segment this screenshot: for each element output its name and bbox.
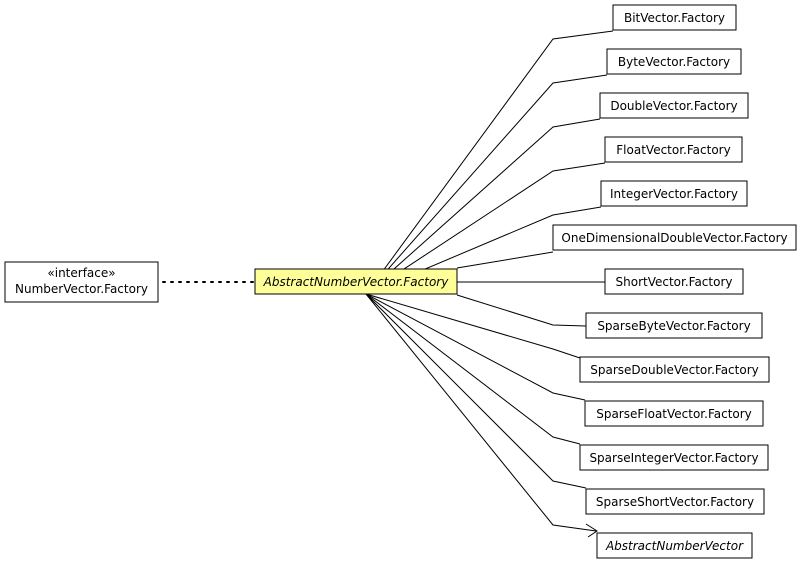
- class-node-sparseshortvector-factory[interactable]: SparseShortVector.Factory: [585, 488, 765, 515]
- class-name: SparseDoubleVector.Factory: [590, 363, 758, 377]
- class-node-sparsebytevector-factory[interactable]: SparseByteVector.Factory: [585, 312, 763, 339]
- interface-node-numbervector-factory[interactable]: «interface» NumberVector.Factory: [4, 261, 159, 303]
- edge-abstractnumbervector: [365, 293, 597, 532]
- interface-stereotype: «interface»: [47, 266, 115, 280]
- focus-node-box: [254, 268, 458, 295]
- class-name: IntegerVector.Factory: [610, 187, 738, 201]
- target-name: AbstractNumberVector: [605, 539, 744, 553]
- class-node-box: [600, 180, 748, 207]
- class-node-integervector-factory[interactable]: IntegerVector.Factory: [600, 180, 748, 207]
- class-node-bitvector-factory[interactable]: BitVector.Factory: [612, 4, 737, 31]
- class-name: BitVector.Factory: [624, 11, 725, 25]
- class-node-sparsedoublevector-factory[interactable]: SparseDoubleVector.Factory: [579, 356, 770, 383]
- edge-onedimensionaldoublevector-factory: [456, 251, 554, 269]
- arrow-head-icon: [585, 523, 598, 538]
- edges: [162, 30, 614, 538]
- class-node-shortvector-factory[interactable]: ShortVector.Factory: [604, 268, 744, 295]
- class-node-box: [599, 92, 749, 119]
- class-node-box: [606, 48, 742, 75]
- class-name: SparseByteVector.Factory: [597, 319, 750, 333]
- class-node-box: [604, 136, 743, 163]
- class-name: SparseShortVector.Factory: [596, 495, 754, 509]
- class-node-abstractnumbervector[interactable]: AbstractNumberVector: [596, 532, 753, 559]
- class-name: FloatVector.Factory: [616, 143, 730, 157]
- class-node-sparseintegervector-factory[interactable]: SparseIntegerVector.Factory: [579, 444, 769, 471]
- class-node-box: [585, 312, 763, 339]
- focus-node-abstractnumbervector-factory[interactable]: AbstractNumberVector.Factory: [254, 268, 458, 295]
- edge-sparsefloatvector-factory: [365, 293, 586, 401]
- class-name: DoubleVector.Factory: [610, 99, 737, 113]
- class-name: SparseFloatVector.Factory: [596, 407, 752, 421]
- edge-integervector-factory: [365, 206, 602, 295]
- edge-sparsebytevector-factory: [456, 294, 587, 327]
- class-node-sparsefloatvector-factory[interactable]: SparseFloatVector.Factory: [584, 400, 764, 427]
- class-node-floatvector-factory[interactable]: FloatVector.Factory: [604, 136, 743, 163]
- class-node-onedimensionaldoublevector-factory[interactable]: OneDimensionalDoubleVector.Factory: [552, 224, 797, 251]
- class-node-box: [585, 488, 765, 515]
- edge-bytevector-factory: [365, 74, 608, 295]
- class-node-box: [584, 400, 764, 427]
- class-name: OneDimensionalDoubleVector.Factory: [561, 231, 787, 245]
- interface-node-box: [4, 261, 159, 303]
- class-node-box: [612, 4, 737, 31]
- class-name: ShortVector.Factory: [616, 275, 733, 289]
- class-node-bytevector-factory[interactable]: ByteVector.Factory: [606, 48, 742, 75]
- edge-sparseshortvector-factory: [365, 293, 587, 489]
- edge-doublevector-factory: [365, 118, 601, 295]
- focus-name: AbstractNumberVector.Factory: [263, 275, 450, 289]
- class-name: ByteVector.Factory: [618, 55, 730, 69]
- edge-floatvector-factory: [365, 162, 606, 295]
- class-node-box: [552, 224, 797, 251]
- class-node-doublevector-factory[interactable]: DoubleVector.Factory: [599, 92, 749, 119]
- class-node-box: [604, 268, 744, 295]
- edge-sparsedoublevector-factory: [365, 293, 581, 359]
- edge-sparseintegervector-factory: [365, 293, 581, 445]
- edge-bitvector-factory: [365, 30, 614, 295]
- class-node-box: [579, 356, 770, 383]
- class-node-box: [579, 444, 769, 471]
- class-name: SparseIntegerVector.Factory: [589, 451, 758, 465]
- interface-name: NumberVector.Factory: [15, 282, 148, 296]
- target-node-box: [596, 532, 753, 559]
